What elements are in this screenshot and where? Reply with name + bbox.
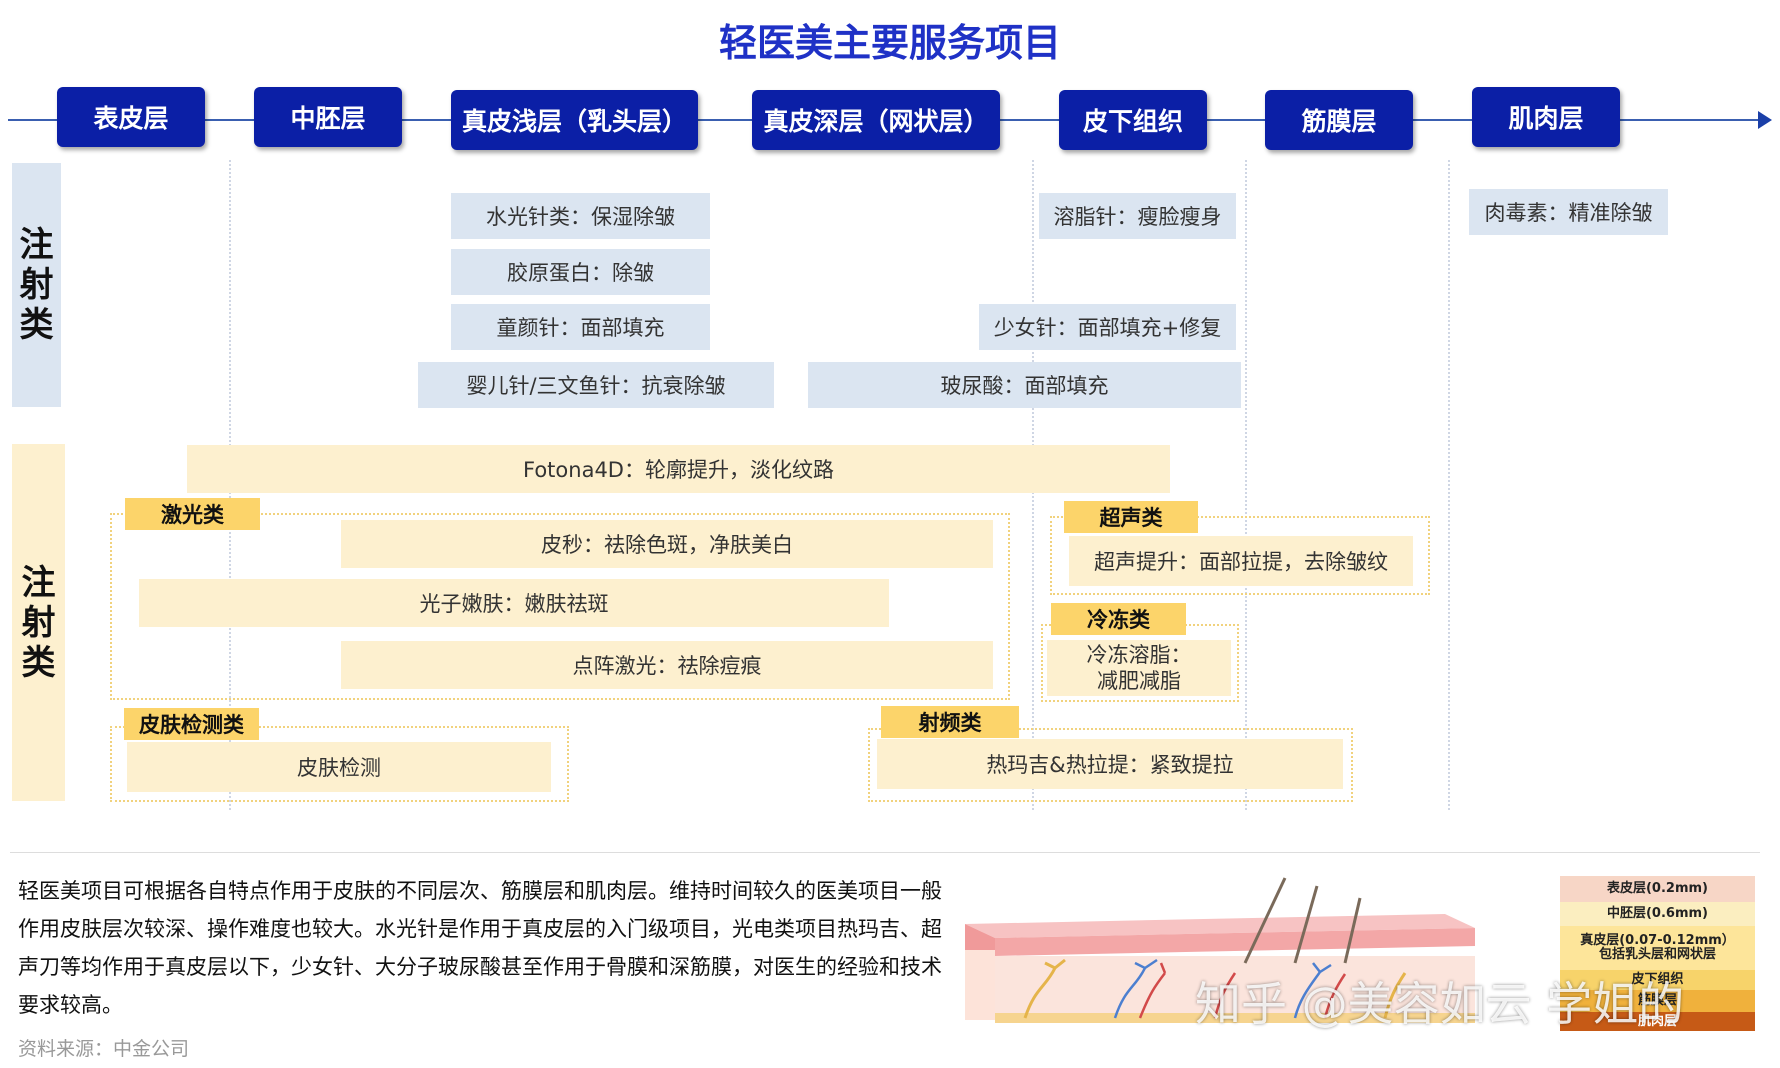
category-label-text: 注射类 [21, 562, 56, 683]
source-note: 资料来源：中金公司 [18, 1038, 190, 1060]
layer-header-subcutaneous: 皮下组织 [1059, 90, 1207, 150]
freeze-tag: 冷冻类 [1051, 603, 1186, 635]
skin-test-group [110, 726, 569, 802]
legend-epidermis: 表皮层(0.2mm) [1560, 876, 1755, 902]
treatment-item: 光子嫩肤：嫩肤祛斑 [139, 579, 889, 627]
treatment-item: 冷冻溶脂： 减肥减脂 [1047, 640, 1231, 696]
treatment-item: Fotona4D：轮廓提升，淡化纹路 [187, 445, 1170, 493]
page-title: 轻医美主要服务项目 [718, 21, 1061, 65]
treatment-item: 皮肤检测 [127, 742, 551, 792]
layer-header-reticular-dermis: 真皮深层（网状层） [752, 90, 1000, 150]
layer-header-fascia: 筋膜层 [1265, 90, 1413, 150]
ultrasound-group [1050, 516, 1430, 595]
treatment-item: 婴儿针/三文鱼针：抗衰除皱 [418, 362, 774, 408]
rf-group [868, 728, 1353, 802]
treatment-item: 点阵激光：祛除痘痕 [341, 641, 993, 689]
legend-subcutaneous: 皮下组织 [1560, 970, 1755, 990]
skin-test-tag: 皮肤检测类 [124, 708, 259, 740]
layer-header-mesoderm: 中胚层 [254, 87, 402, 147]
watermark-text: 知乎 @美容如云 学姐的 [1195, 977, 1685, 1031]
treatment-item: 少女针：面部填充+修复 [979, 304, 1236, 350]
treatment-item: 童颜针：面部填充 [451, 304, 710, 350]
treatment-item: 肉毒素：精准除皱 [1469, 189, 1668, 235]
legend-mesoderm: 中胚层(0.6mm) [1560, 902, 1755, 926]
section-divider [10, 852, 1760, 853]
legend-fascia: 筋膜层 [1560, 990, 1755, 1012]
skin-cross-section-image: 表皮层(0.2mm) 中胚层(0.6mm) 真皮层(0.07-0.12mm） 包… [965, 868, 1755, 1038]
treatment-item: 超声提升：面部拉提，去除皱纹 [1069, 536, 1413, 586]
layer-header-muscle: 肌肉层 [1472, 87, 1620, 147]
laser-group [110, 513, 1010, 700]
layer-header-epidermis: 表皮层 [57, 87, 205, 147]
laser-tag: 激光类 [125, 498, 260, 530]
category-label-device: 注射类 [12, 444, 65, 801]
legend-dermis: 真皮层(0.07-0.12mm） 包括乳头层和网状层 [1560, 926, 1755, 970]
category-label-text: 注射类 [19, 225, 54, 345]
skin-layer-legend: 表皮层(0.2mm) 中胚层(0.6mm) 真皮层(0.07-0.12mm） 包… [1560, 876, 1755, 1031]
treatment-item: 玻尿酸：面部填充 [808, 362, 1241, 408]
treatment-item: 胶原蛋白：除皱 [451, 249, 710, 295]
treatment-item: 溶脂针：瘦脸瘦身 [1039, 193, 1236, 239]
treatment-item: 水光针类：保湿除皱 [451, 193, 710, 239]
rf-tag: 射频类 [881, 706, 1019, 738]
category-label-injection: 注射类 [12, 163, 61, 407]
treatment-item: 皮秒：祛除色斑，净肤美白 [341, 520, 993, 568]
axis-arrow-icon [1758, 111, 1772, 129]
legend-muscle: 肌肉层 [1560, 1012, 1755, 1031]
column-divider [1245, 160, 1247, 810]
treatment-item: 热玛吉&热拉提：紧致提拉 [877, 739, 1343, 789]
description-text: 轻医美项目可根据各自特点作用于皮肤的不同层次、筋膜层和肌肉层。维持时间较久的医美… [18, 879, 942, 1017]
ultrasound-tag: 超声类 [1064, 501, 1198, 533]
column-divider [1448, 160, 1450, 810]
layer-header-papillary-dermis: 真皮浅层（乳头层） [451, 90, 698, 150]
